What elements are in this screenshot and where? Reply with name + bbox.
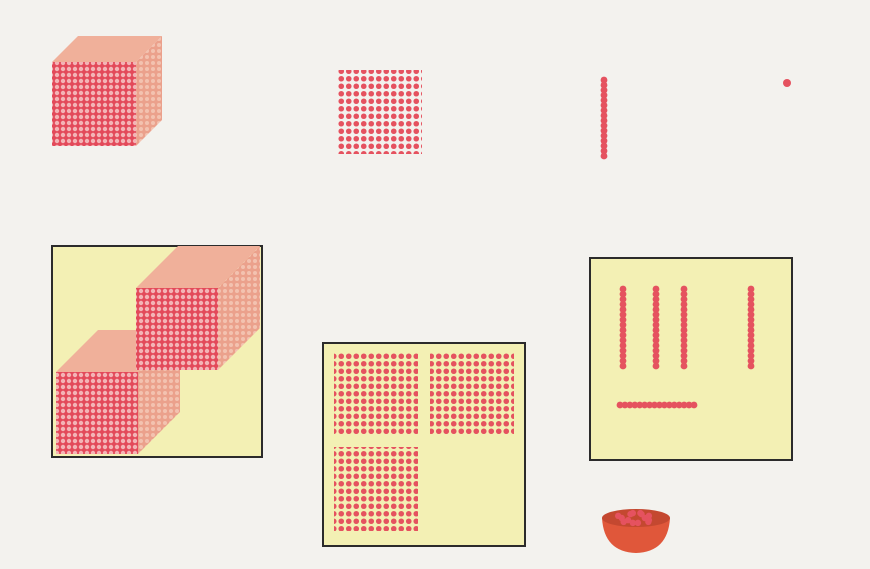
bead-bowl-icon — [602, 509, 670, 553]
bead — [625, 517, 631, 523]
bead — [601, 153, 608, 160]
hundred-square-icon — [338, 70, 422, 154]
tens-card — [590, 258, 792, 460]
hundreds-card — [323, 343, 525, 546]
bead — [620, 363, 627, 370]
cube-front-face — [56, 372, 138, 454]
hundred-square-icon — [334, 352, 418, 436]
cube-front-face — [52, 62, 136, 146]
bead-grid — [334, 352, 418, 436]
hundred-square-icon — [430, 352, 514, 436]
thousand-cube-icon — [52, 36, 162, 146]
unit-bead-icon — [783, 79, 791, 87]
bead-grid — [334, 447, 418, 531]
thousands-card — [52, 246, 262, 457]
hundred-square-icon — [334, 447, 418, 531]
bead-grid — [338, 70, 422, 154]
bead — [653, 363, 660, 370]
bead — [748, 363, 755, 370]
cube-front-face — [136, 288, 218, 370]
ten-bar-icon — [601, 77, 608, 160]
bead — [691, 402, 698, 409]
bead — [681, 363, 688, 370]
bead — [638, 511, 644, 517]
bead — [630, 510, 636, 516]
bead-grid — [430, 352, 514, 436]
bead — [615, 513, 621, 519]
bead — [646, 513, 652, 519]
bead — [645, 519, 651, 525]
